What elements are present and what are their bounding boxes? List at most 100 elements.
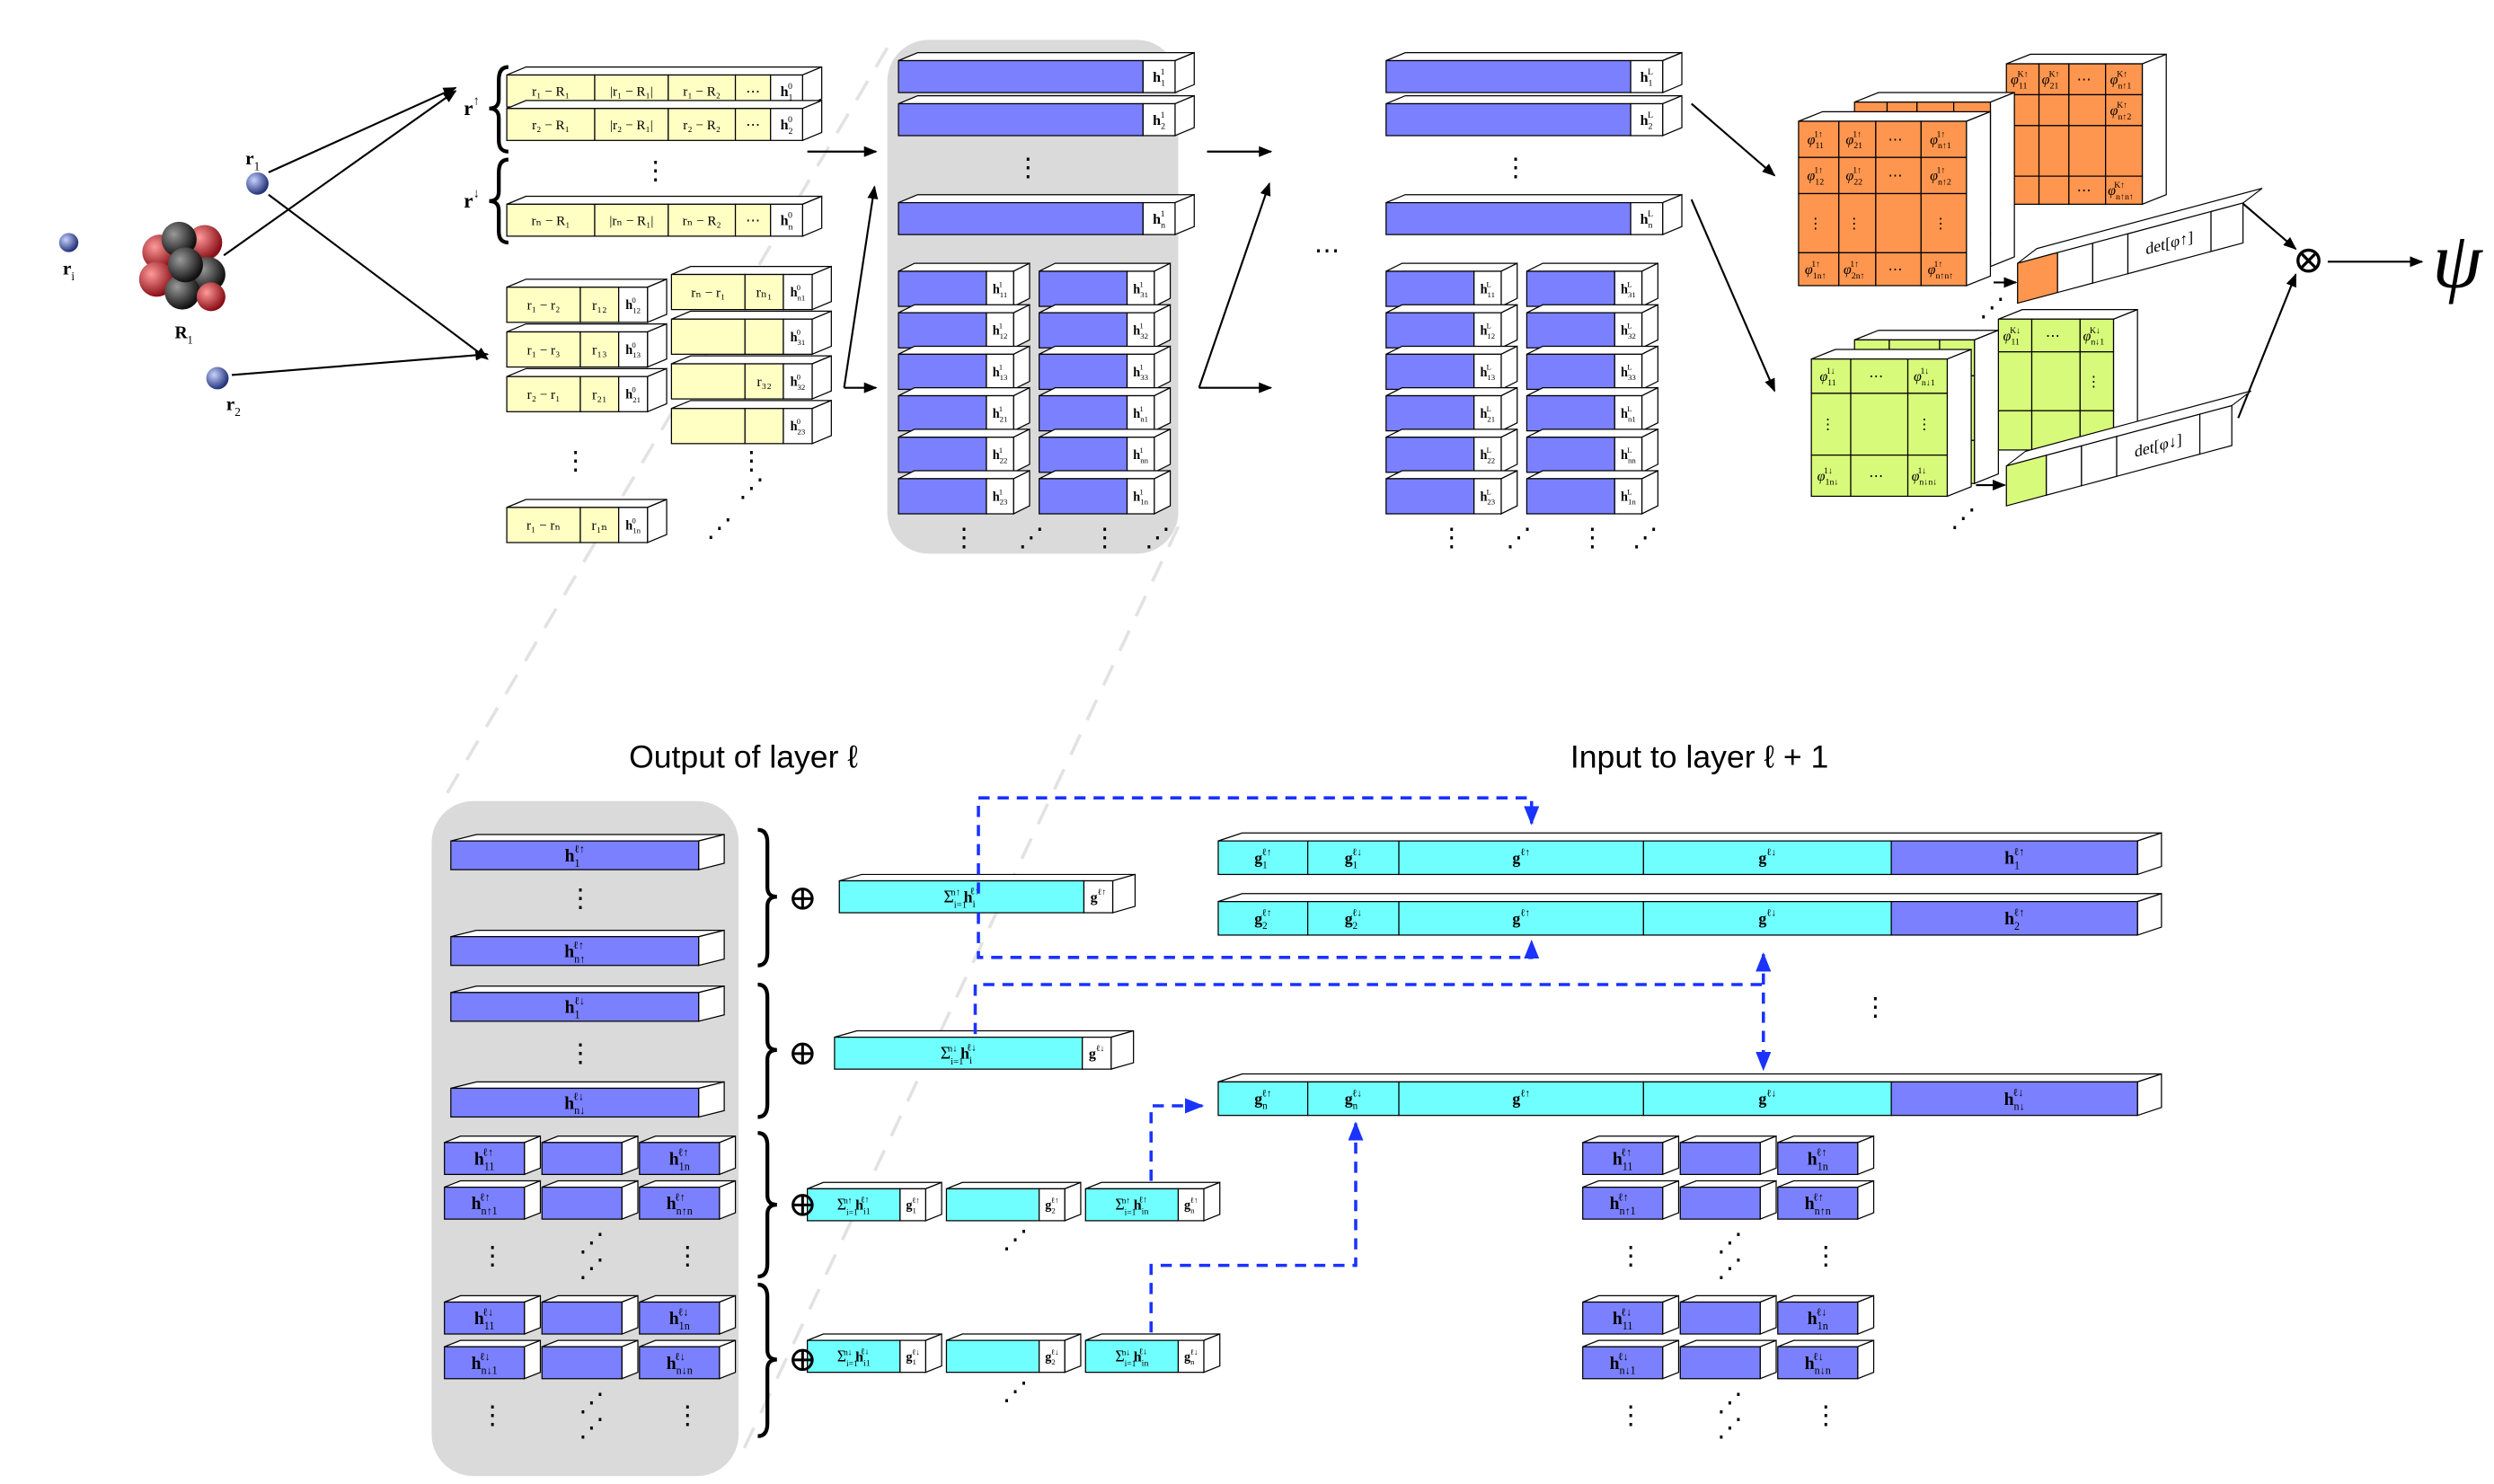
electron-ri-label-b: r (63, 258, 72, 279)
orbital-matrix-down-1-entry: φn↓n↓1↓ (1912, 466, 1938, 488)
electron-feature-row-cell-text: ⋯ (746, 118, 760, 133)
orbital-matrix-up-1-entry-sub: 12 (1815, 178, 1824, 188)
hidden-pair-stream-layer1-cell-label-sub: nn (1140, 456, 1148, 465)
output-single-stream-cell (450, 936, 700, 967)
hidden-pair-stream-layer1-cell-label-sup: 1 (999, 404, 1003, 413)
hidden-pair-stream-layerL: h21L (1385, 386, 1518, 432)
pooled-pair-box-cell-label-sub: i1 (863, 1358, 871, 1368)
orbital-matrix-down-1-entry-b: φ (1817, 469, 1826, 484)
orbital-matrix-up-1-entry-sub: n↑2 (1938, 178, 1951, 188)
electron-feature-row-cell (734, 108, 772, 141)
hidden-pair-stream-layerL-cell (1385, 353, 1475, 391)
hidden-pair-stream-layerL-cell (1614, 394, 1643, 432)
orbital-matrix-up-1-entry-b: φ (1844, 262, 1852, 278)
pair-stream-box-cell-label: hn↓1ℓ↓ (472, 1350, 498, 1377)
ellipsis: ⋰ (1019, 525, 1044, 552)
pair-stream-box-cell (1777, 1186, 1859, 1220)
hidden-pair-stream-layer1: hnn1 (1039, 428, 1172, 473)
orbital-matrix-down-1-cell (1850, 393, 1909, 456)
pair-feature-box-cell-label-b: h (625, 388, 632, 402)
hidden-pair-stream-layer1-cell (986, 478, 1014, 515)
ellipsis: ⋮ (1439, 525, 1464, 552)
pair-stream-box-cell (444, 1301, 526, 1335)
orbital-matrix-up-1-entry-b: φ (1928, 262, 1936, 278)
spin-down-label: r↓ (464, 186, 479, 212)
pooled-down-box-cell (834, 1037, 1083, 1070)
pair-feature-box-cell (618, 287, 649, 323)
hidden-pair-stream-layerL-cell-label-sub: nn (1628, 456, 1636, 465)
hidden-pair-stream-layer1-cell (898, 437, 987, 473)
hidden-pair-stream-layerL-cell-label: h32L (1621, 322, 1636, 340)
orbital-matrix-up-1-entry: φn↑21↑ (1930, 166, 1951, 188)
orbital-matrix-up-1-entry-b: ⋯ (1888, 132, 1903, 147)
pair-stream-box-cell-label-b: h (1613, 1310, 1623, 1329)
pooled-pair-box-cell-label-sub: i1 (863, 1207, 871, 1217)
electron-feature-row: rₙ − R₁|rₙ − R₁|rₙ − R₂⋯hn0 (506, 195, 823, 237)
pooled-pair-box-cell (807, 1188, 901, 1222)
output-layer-title: Output of layer ℓ (629, 738, 858, 774)
hidden-pair-stream-layer1: hn11 (1039, 386, 1172, 432)
ellipsis: ⋰ (579, 1415, 604, 1443)
pair-stream-box (1679, 1179, 1777, 1221)
orbital-matrix-up-K-entry: φ11K↑ (2011, 70, 2029, 92)
pair-feature-box: h230 (670, 399, 832, 445)
pair-stream-box: hn↓1ℓ↓ (1582, 1339, 1680, 1380)
next-layer-input-row-cell-label: gℓ↑ (1512, 847, 1530, 867)
electron-r1-label-sub: 1 (254, 159, 261, 172)
pair-feature-box-cell (618, 375, 649, 412)
pair-feature-box-cell-label: h210 (625, 385, 641, 404)
hidden-pair-stream-layer1-cell (986, 394, 1014, 432)
pooled-pair-box-cell (945, 1339, 1040, 1374)
ellipsis: ⋮ (1813, 1402, 1838, 1430)
hidden-pair-stream-layerL-cell-label-b: h (1480, 366, 1487, 380)
pooled-pair-box-cell-label-sup: ℓ↑ (861, 1196, 870, 1206)
pooled-pair-box-cell-label: g2ℓ↑ (1045, 1196, 1058, 1215)
next-layer-input-row-cell (1642, 1081, 1892, 1117)
pooled-pair-box-cell-label-presub: i=1 (846, 1359, 858, 1369)
next-layer-input-row-cell-label-sub: n (1353, 1101, 1358, 1112)
pair-stream-box-cell-label-sup: ℓ↑ (1618, 1190, 1629, 1203)
ellipsis: ⋮ (1862, 994, 1888, 1021)
pooled-pair-box: Σi=1n↑hi1ℓ↑g1ℓ↑ (807, 1181, 942, 1222)
next-layer-input-row-cell-label: gℓ↓ (1758, 908, 1776, 928)
electron-feature-row-cell-label-b: h (781, 118, 789, 133)
hidden-pair-stream-layerL-cell-label-b: h (1621, 366, 1628, 380)
pair-feature-box-cell (670, 363, 746, 400)
orbital-matrix-up-1-entry-b: ⋯ (1888, 262, 1903, 278)
pooled-pair-box-cell-label-pre: Σ (1115, 1347, 1124, 1365)
orbital-matrix-up-1-entry-sup: 1↑ (1814, 129, 1823, 139)
pooled-pair-box-cell-label-sub: 1 (913, 1357, 916, 1366)
pooled-pair-box: Σi=1n↓hinℓ↓gnℓ↓ (1084, 1333, 1221, 1374)
orbital-matrix-up-1-cell (1875, 192, 1922, 253)
orbital-matrix-up-K-entry-b: φ (2110, 103, 2118, 119)
ellipsis: ⋰ (1717, 1389, 1742, 1417)
orbital-matrix-up-1-entry-b: φ (1805, 262, 1813, 278)
hidden-pair-stream-layerL-cell (1614, 478, 1643, 515)
orbital-matrix-up-1: φ111↑φ211↑⋯φn↑11↑φ121↑φ221↑⋯φn↑21↑⋮⋮⋮φ1n… (1798, 110, 1992, 287)
orbital-matrix-up-K-entry-b: φ (2042, 73, 2050, 88)
electron-feature-row-cell (770, 108, 803, 141)
next-layer-input-row-cell-label-sup: ℓ↑ (1262, 1088, 1272, 1099)
hidden-single-stream-layerL-cell-label-sub: 2 (1649, 122, 1653, 132)
pooled-pair-box-cell-label-presub: i=1 (846, 1207, 858, 1217)
pair-feature-box-cell (579, 375, 620, 412)
orbital-matrix-up-1-cell (1838, 156, 1877, 195)
pair-stream-box-cell (1679, 1346, 1761, 1380)
hidden-pair-stream-layer1-cell-label-b: h (993, 324, 1000, 339)
pooled-pair-box-cell-label-presup: n↑ (1122, 1197, 1131, 1206)
output-single-stream-cell-label: h1ℓ↓ (565, 994, 585, 1021)
pooled-down-box-cell-label-presup: n↓ (948, 1045, 958, 1055)
pair-stream-box-cell-label-sub: 1n (1817, 1320, 1828, 1332)
pair-feature-box-cell-text: r₁ − r₂ (527, 299, 561, 314)
orbital-matrix-up-K-entry-sup: K↑ (2018, 70, 2029, 80)
hidden-pair-stream-layer1-cell-label-sub: n1 (1140, 414, 1148, 423)
pair-stream-box-cell-label-b: h (669, 1150, 679, 1169)
hidden-pair-stream-layer1-cell-label: hn11 (1133, 404, 1148, 423)
pooled-pair-box-cell-label: Σi=1n↓hi1ℓ↓ (837, 1347, 871, 1370)
pair-feature-box-cell-label-b: h (791, 375, 798, 390)
zoom-guide-line-left (438, 47, 889, 807)
hidden-pair-stream-layerL-cell-label-sup: L (1486, 404, 1490, 413)
hidden-pair-stream-layer1-cell (1039, 437, 1128, 473)
orbital-matrix-up-K-cell (2005, 63, 2040, 96)
pair-stream-box-cell-label: h11ℓ↓ (1613, 1305, 1633, 1332)
